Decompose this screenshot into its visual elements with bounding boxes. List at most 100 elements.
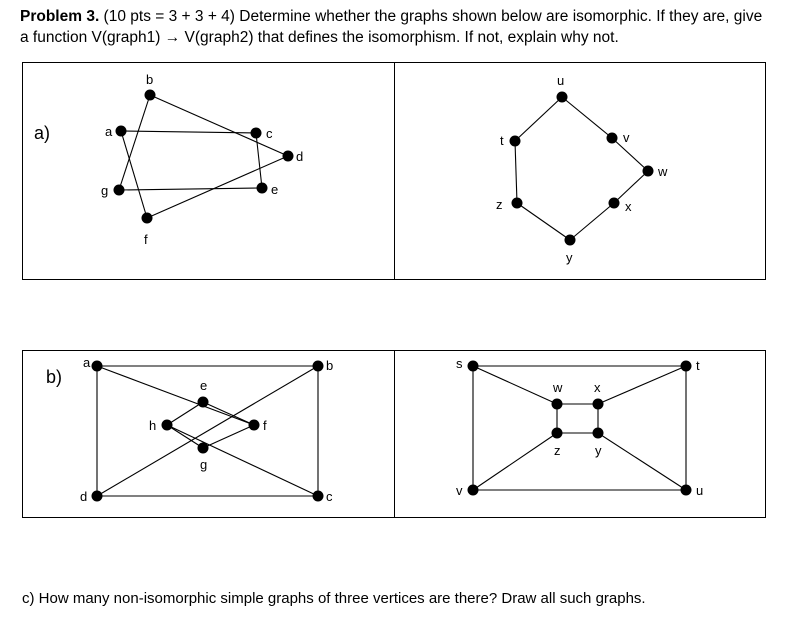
part-b-g1-graph: a b c d e f g h	[80, 355, 333, 504]
part-a-g1-vertex-f	[141, 212, 153, 224]
part-a-g1-vertex-label-e: e	[271, 182, 278, 197]
part-a-g2-vertex-label-y: y	[566, 250, 573, 265]
part-b-g2-vertex-label-v: v	[456, 483, 463, 498]
part-b-g2-vertex-s	[467, 360, 479, 372]
part-b-graph2-box	[394, 350, 766, 518]
part-b-g1-vertex-label-c: c	[326, 489, 333, 504]
part-b-g1-vertex-d	[91, 490, 103, 502]
part-b-g1-edge-a-f	[96, 365, 255, 426]
part-a-g1-graph: a b c d e f g	[101, 72, 303, 247]
part-a-g1-edge-b-d	[149, 94, 289, 157]
part-a-g2-vertex-w	[642, 165, 654, 177]
part-b-g1-vertex-a	[91, 360, 103, 372]
part-b-g1-vertex-label-e: e	[200, 378, 207, 393]
part-a-g1-vertex-g	[113, 184, 125, 196]
part-b-g2-vertex-label-z: z	[554, 443, 561, 458]
problem-line-1: Problem 3. (10 pts = 3 + 3 + 4) Determin…	[20, 6, 790, 27]
part-b-g1-edge-f-g	[202, 424, 255, 449]
part-b-g2-vertex-label-t: t	[696, 358, 700, 373]
part-a-g2-edge-u-v	[561, 96, 613, 139]
part-b-g2-vertex-x	[592, 398, 604, 410]
part-b-g1-vertex-h	[161, 419, 173, 431]
part-a-g1-edge-d-f	[146, 155, 289, 219]
part-b-g2-vertex-label-y: y	[595, 443, 602, 458]
part-a-g2-vertex-label-u: u	[557, 73, 564, 88]
part-b-g1-edge-g-h	[166, 424, 204, 449]
part-b-g1-vertex-label-h: h	[149, 418, 156, 433]
part-b-g2-vertex-label-u: u	[696, 483, 703, 498]
part-b-g2-edge-x-t	[597, 365, 687, 405]
part-b-g2-vertex-label-x: x	[594, 380, 601, 395]
part-a-g1-vertex-e	[256, 182, 268, 194]
part-a-g2-vertex-label-t: t	[500, 133, 504, 148]
part-a-g1-edge-b-g	[118, 94, 151, 191]
part-a-g1-vertex-label-a: a	[105, 124, 113, 139]
problem-line-2: a function V(graph1) → V(graph2) that de…	[20, 29, 619, 46]
part-b-g2-vertex-u	[680, 484, 692, 496]
part-a-g1-edge-e-g	[118, 187, 263, 191]
part-c-question: c) How many non-isomorphic simple graphs…	[22, 590, 646, 607]
part-b-g1-vertex-f	[248, 419, 260, 431]
part-a-g2-vertex-label-x: x	[625, 199, 632, 214]
part-b-g1-vertex-label-g: g	[200, 457, 207, 472]
part-b-g2-vertex-t	[680, 360, 692, 372]
part-a-g2-vertex-z	[511, 197, 523, 209]
part-b-g1-edge-h-c	[166, 424, 319, 497]
part-a-g1-vertex-a	[115, 125, 127, 137]
part-a-g2-vertex-y	[564, 234, 576, 246]
part-a-g1-vertex-label-c: c	[266, 126, 273, 141]
part-a-g1-vertex-label-b: b	[146, 72, 153, 87]
part-a-g1-vertex-label-f: f	[144, 232, 148, 247]
part-a-g2-edge-z-t	[514, 140, 518, 204]
part-a-g2-graph: u v w x y z t	[496, 73, 668, 265]
part-a-g1-edge-a-f	[120, 130, 148, 219]
part-b-g1-vertex-e	[197, 396, 209, 408]
part-a-g1-edge-a-c	[120, 130, 257, 134]
part-b-g2-edge-y-u	[597, 432, 687, 491]
problem-text-1: (10 pts = 3 + 3 + 4) Determine whether t…	[99, 8, 763, 25]
part-b-g2-edge-z-v	[472, 432, 558, 491]
part-a-g1-vertex-label-d: d	[296, 149, 303, 164]
part-b-g1-vertex-label-d: d	[80, 489, 87, 504]
part-a-graph2-box	[394, 62, 766, 280]
part-a-g2-vertex-u	[556, 91, 568, 103]
part-a-g1-vertex-label-g: g	[101, 183, 108, 198]
part-b-g2-vertex-v	[467, 484, 479, 496]
part-a-g2-vertex-v	[606, 132, 618, 144]
problem-statement: Problem 3. (10 pts = 3 + 3 + 4) Determin…	[20, 6, 790, 48]
part-b-g2-edge-s-w	[472, 365, 558, 405]
part-b-g2-vertex-w	[551, 398, 563, 410]
part-a-g2-vertex-t	[509, 135, 521, 147]
part-a-label: a)	[34, 123, 51, 143]
part-a-g1-edge-c-e	[255, 132, 263, 189]
part-b-g1-vertex-label-f: f	[263, 418, 267, 433]
part-a-g2-vertex-label-w: w	[657, 164, 668, 179]
part-a-g2-edge-y-z	[516, 202, 571, 241]
part-b-g1-edge-e-f	[202, 401, 255, 426]
part-b-g2-vertex-label-w: w	[552, 380, 563, 395]
part-b-g2-graph: s t u v w x y z	[456, 356, 703, 498]
part-b-label: b)	[46, 367, 63, 387]
part-b-g2-vertex-label-s: s	[456, 356, 463, 371]
part-b-g1-edge-b-d	[96, 365, 319, 497]
problem-number: Problem 3.	[20, 8, 100, 25]
part-a-g2-edge-t-u	[514, 96, 563, 142]
part-b-g1-vertex-label-a: a	[83, 355, 91, 370]
part-a-g2-edge-w-x	[613, 170, 649, 204]
part-b-g1-edge-h-e	[166, 401, 204, 426]
part-a-g1-vertex-b	[144, 89, 156, 101]
part-b-g2-vertex-y	[592, 427, 604, 439]
part-b-g1-vertex-b	[312, 360, 324, 372]
part-a-g2-edge-v-w	[611, 137, 649, 172]
part-a-g2-vertex-label-v: v	[623, 130, 630, 145]
part-a-g1-vertex-c	[250, 127, 262, 139]
part-a-g2-edge-x-y	[569, 202, 615, 241]
part-a-g2-vertex-x	[608, 197, 620, 209]
part-b-g1-vertex-label-b: b	[326, 358, 333, 373]
part-b-g1-vertex-c	[312, 490, 324, 502]
part-b-g2-vertex-z	[551, 427, 563, 439]
part-a-g2-vertex-label-z: z	[496, 197, 503, 212]
part-a-g1-vertex-d	[282, 150, 294, 162]
part-b-g1-vertex-g	[197, 442, 209, 454]
